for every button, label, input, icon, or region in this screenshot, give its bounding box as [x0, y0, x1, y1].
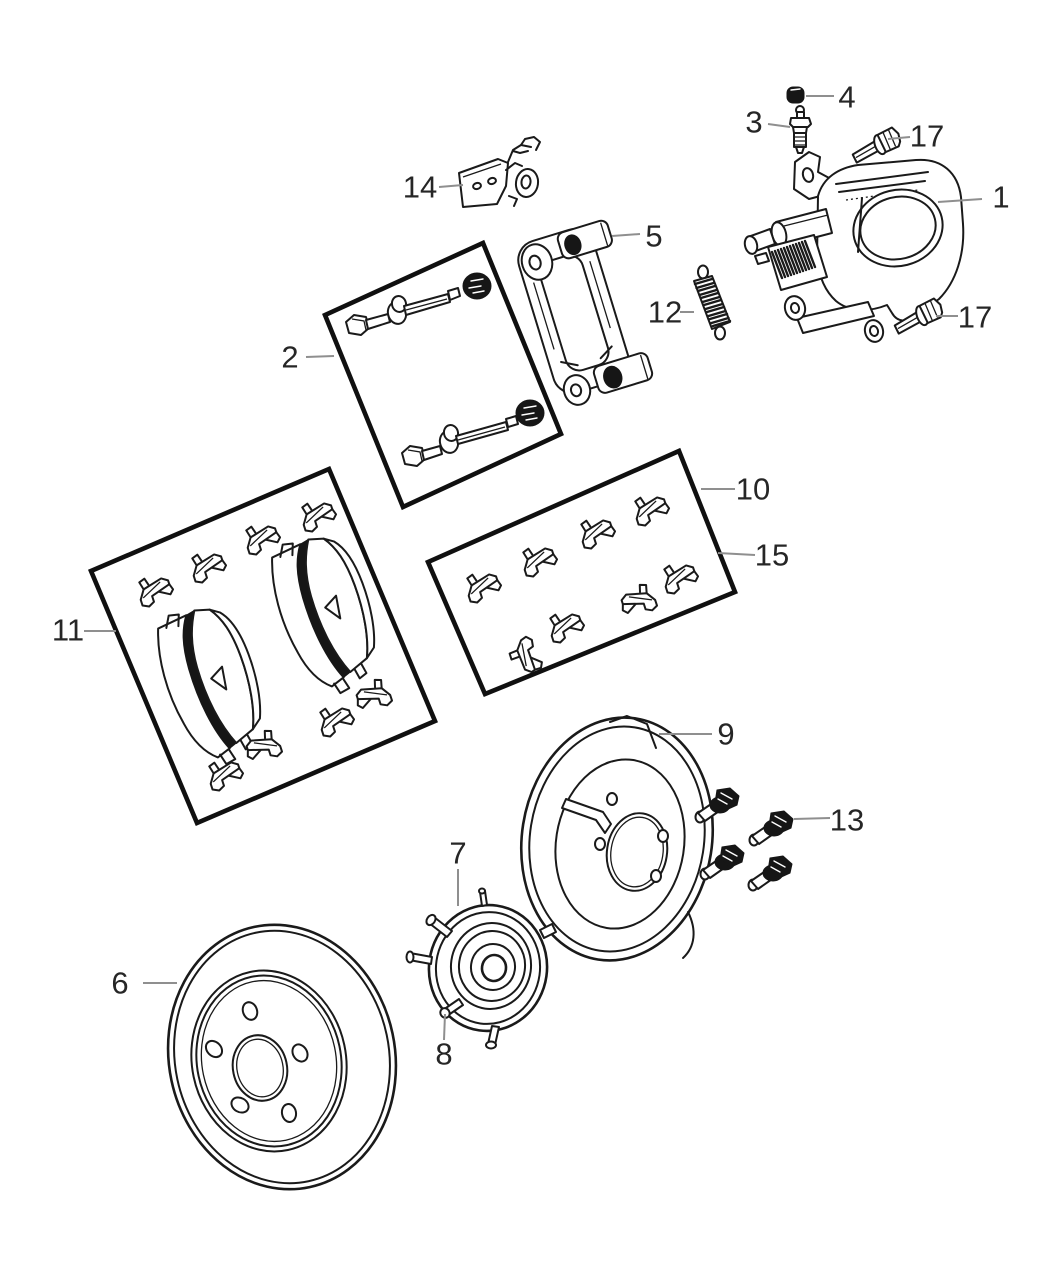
callout-label-10: 10 — [736, 472, 770, 507]
wheel-stud — [439, 998, 464, 1019]
adapter-ear — [562, 374, 592, 406]
anti-rattle-clip — [544, 606, 588, 646]
guide-pin-bolt — [401, 445, 443, 467]
callout-label-2: 2 — [281, 340, 298, 375]
callout-label-4: 4 — [838, 80, 855, 115]
adapter-ear — [520, 243, 554, 281]
rotor-drawing — [166, 923, 398, 1191]
caliper-bolt — [847, 125, 905, 165]
callout-label-7: 7 — [449, 836, 466, 871]
lug-hole — [291, 1043, 309, 1063]
callout-label-5: 5 — [645, 219, 662, 254]
pin-bushing — [462, 272, 492, 300]
callout-leader-15 — [717, 552, 756, 556]
shield-bolt — [748, 810, 794, 847]
anti-rattle-clip — [658, 557, 702, 597]
anti-rattle-clip — [517, 540, 561, 580]
callout-leader-1 — [937, 198, 983, 203]
brake-pad — [259, 523, 394, 705]
wear-sensor-bracket — [458, 136, 541, 208]
callout-leader-2 — [305, 355, 335, 358]
wheel-stud — [425, 913, 453, 938]
caliper-adapter-drawing — [517, 219, 654, 406]
coil-spring — [693, 264, 732, 341]
lug-hole — [280, 1103, 298, 1123]
callout-leader-8 — [443, 1013, 446, 1041]
hub-bearing-drawing — [405, 887, 557, 1050]
guide-pin-bolt — [345, 313, 391, 336]
callout-label-17: 17 — [910, 119, 944, 154]
adapter-boss — [592, 352, 654, 394]
callout-label-12: 12 — [648, 295, 682, 330]
callout-label-6: 6 — [111, 966, 128, 1001]
bleeder-cap — [786, 86, 805, 104]
anti-rattle-clip — [350, 675, 394, 715]
dust-shield-drawing — [519, 715, 715, 962]
callout-label-17: 17 — [958, 300, 992, 335]
guide-pin — [386, 287, 461, 325]
callout-label-9: 9 — [717, 717, 734, 752]
anti-rattle-clip — [133, 570, 177, 610]
abs-pin — [478, 887, 488, 907]
caliper-drawing — [743, 151, 965, 343]
pad-kit-box — [87, 465, 439, 827]
anti-rattle-clip — [314, 700, 358, 740]
callout-leader-5 — [611, 233, 641, 237]
callout-leader-13 — [793, 817, 831, 820]
anti-rattle-clip — [461, 566, 505, 606]
lug-hole — [241, 1001, 259, 1021]
anti-rattle-clip — [629, 489, 673, 529]
wheel-stud — [485, 1025, 500, 1050]
wheel-stud — [405, 950, 433, 965]
callout-leader-17 — [887, 136, 911, 140]
adapter-boss — [556, 219, 613, 260]
callout-leader-14 — [438, 184, 464, 188]
anti-rattle-clip — [240, 518, 284, 558]
anti-rattle-clip — [296, 495, 340, 535]
clip-kit-box — [424, 447, 738, 697]
anti-rattle-clip — [575, 512, 619, 552]
caliper-bleeder-screw — [789, 105, 812, 154]
callout-label-11: 11 — [52, 613, 84, 648]
callout-label-3: 3 — [745, 105, 762, 140]
callout-label-14: 14 — [403, 170, 437, 205]
guide-pin-kit-box — [322, 239, 564, 511]
callout-label-15: 15 — [755, 538, 789, 573]
callout-label-1: 1 — [992, 180, 1009, 215]
callout-label-13: 13 — [830, 803, 864, 838]
pin-bushing — [515, 399, 545, 427]
anti-rattle-clip — [186, 546, 230, 586]
shield-bolt — [747, 855, 793, 892]
callout-label-8: 8 — [435, 1037, 452, 1072]
guide-pin — [438, 415, 519, 454]
anti-rattle-clip — [615, 580, 659, 620]
lug-hole — [230, 1096, 250, 1114]
lug-hole — [204, 1039, 224, 1059]
callout-leader-3 — [767, 123, 791, 128]
